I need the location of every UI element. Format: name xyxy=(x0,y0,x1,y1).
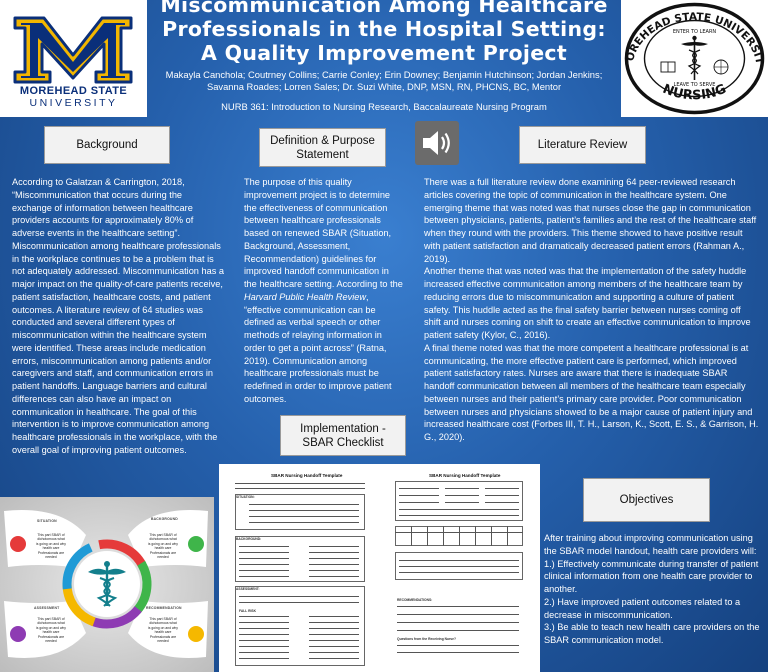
msu-logo: MOREHEAD STATE UNIVERSITY xyxy=(0,0,147,117)
objective-item-1: 1.) Effectively communicate during trans… xyxy=(544,558,759,595)
seal-banner-bottom: LEAVE TO SERVE xyxy=(674,82,716,88)
literature-text: There was a full literature review done … xyxy=(424,176,760,444)
objective-item-2: 2.) Have improved patient outcomes relat… xyxy=(544,596,741,620)
definition-heading: Definition & Purpose Statement xyxy=(259,128,386,167)
checklist-right-title: SBAR Nursing Handoff Template xyxy=(429,473,501,478)
infographic-tag-situation: SITUATION xyxy=(37,519,57,523)
checklist-label-recommendations: RECOMMENDATIONS: xyxy=(397,598,433,602)
implementation-heading: Implementation - SBAR Checklist xyxy=(280,415,406,456)
infographic-tag-recommendation: RECOMMENDATION xyxy=(146,606,182,610)
checklist-label-fall-risk: FALL RISK xyxy=(239,609,256,613)
checklist-left-title: SBAR Nursing Handoff Template xyxy=(271,473,343,478)
msu-logo-line1: MOREHEAD STATE xyxy=(19,85,128,97)
sbar-infographic: SITUATION BACKGROUND ASSESSMENT RECOMMEN… xyxy=(0,497,214,672)
definition-journal-name: Harvard Public Health Review xyxy=(244,291,367,302)
background-heading: Background xyxy=(44,126,170,164)
msu-m-icon xyxy=(13,16,133,84)
literature-paragraph-2: Another theme that was noted was that th… xyxy=(424,266,751,340)
svg-text:NURSING: NURSING xyxy=(660,82,728,104)
checklist-label-situation: SITUATION: xyxy=(236,495,255,499)
literature-paragraph-3: A final theme noted was that the more co… xyxy=(424,342,759,442)
infographic-tile-4-text: This part SBAR of dichotomous what is go… xyxy=(148,617,178,644)
sbar-checklist-image: SBAR Nursing Handoff Template SITUATION:… xyxy=(219,464,540,672)
objectives-text: After training about improving communica… xyxy=(544,532,760,647)
infographic-tile-1-text: This part SBAR of dichotomous what is go… xyxy=(36,533,66,560)
definition-text-part2: , “effective communication can be define… xyxy=(244,291,392,404)
checklist-label-background: BACKGROUND: xyxy=(236,537,262,541)
definition-text: The purpose of this quality improvement … xyxy=(244,176,404,406)
msu-logo-line2: UNIVERSITY xyxy=(29,97,118,109)
infographic-tag-assessment: ASSESSMENT xyxy=(34,606,60,610)
background-text: According to Galatzan & Carrington, 2018… xyxy=(12,177,224,455)
author-list: Makayla Canchola; Coutrney Collins; Carr… xyxy=(165,69,603,92)
checklist-label-assessment: ASSESSMENT: xyxy=(236,587,260,591)
literature-heading: Literature Review xyxy=(519,126,646,164)
speaker-icon xyxy=(423,131,450,155)
infographic-tile-3-text: This part SBAR of dichotomous what is go… xyxy=(36,617,66,644)
nursing-seal: MOREHEAD STATE UNIVERSITY NURSING ENTER … xyxy=(616,0,768,117)
course-line: NURB 361: Introduction to Nursing Resear… xyxy=(221,101,547,112)
audio-narration-button[interactable] xyxy=(415,121,459,165)
definition-text-part1: The purpose of this quality improvement … xyxy=(244,177,403,289)
checklist-label-questions: Questions from the Receiving Nurse? xyxy=(397,637,456,641)
literature-paragraph-1: There was a full literature review done … xyxy=(424,177,757,264)
objective-item-3: 3.) Be able to teach new health care pro… xyxy=(544,622,760,645)
caduceus-icon xyxy=(88,561,126,607)
poster-title: Miscommunication Among Healthcare Profes… xyxy=(160,0,608,65)
infographic-tile-2-text: This part SBAR of dichotomous what is go… xyxy=(148,533,178,560)
nursing-seal-icon: MOREHEAD STATE UNIVERSITY NURSING ENTER … xyxy=(616,0,765,115)
seal-banner-top: ENTER TO LEARN xyxy=(673,29,717,35)
objectives-heading: Objectives xyxy=(583,478,710,522)
objectives-intro: After training about improving communica… xyxy=(544,533,757,556)
seal-bottom-text: NURSING xyxy=(660,82,728,104)
infographic-tag-background: BACKGROUND xyxy=(151,517,178,521)
